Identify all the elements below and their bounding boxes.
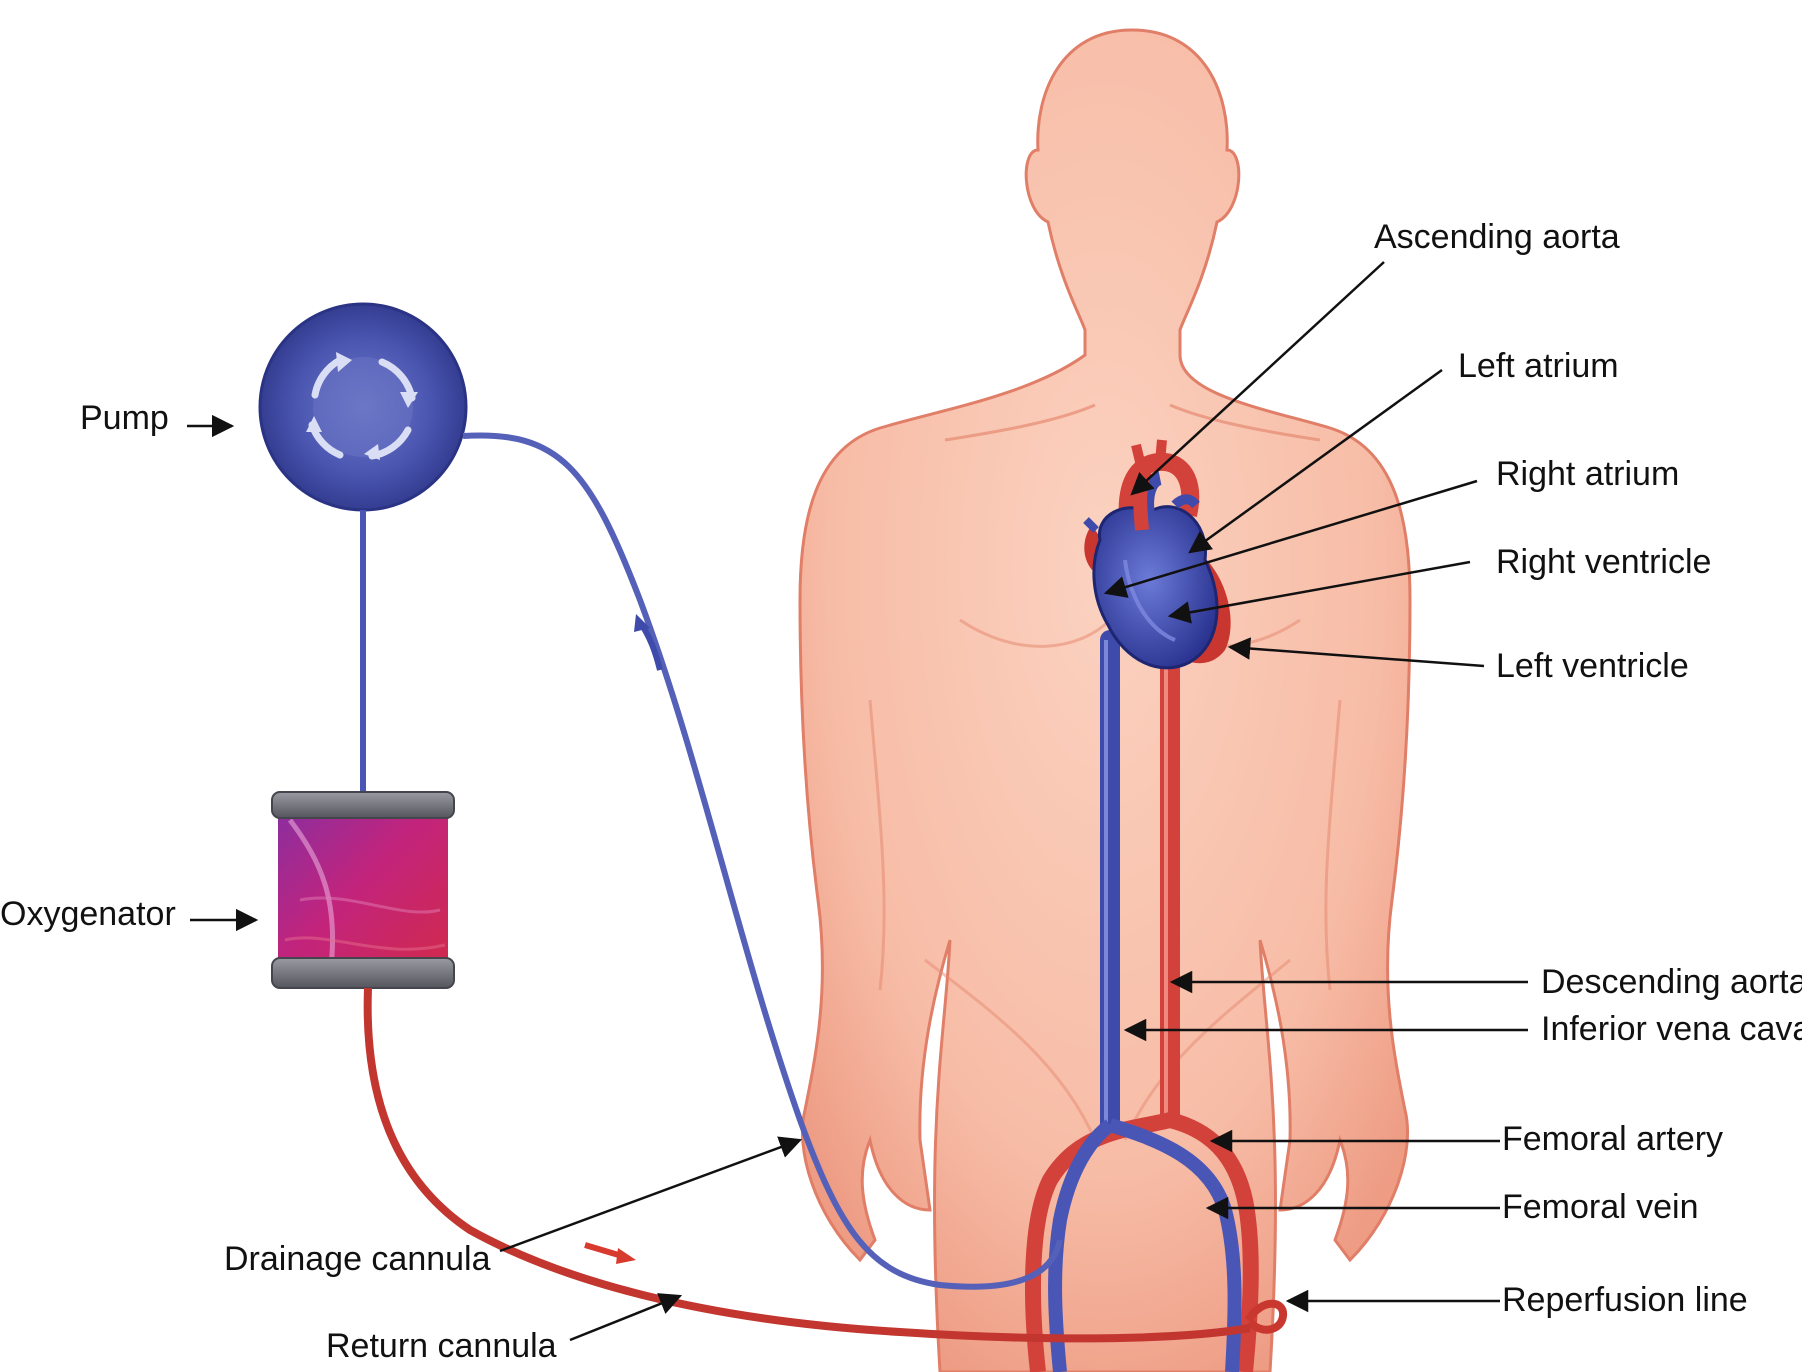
femoral-vein-left xyxy=(1048,1119,1115,1372)
label-inferior-vena-cava: Inferior vena cava xyxy=(1541,1010,1802,1048)
flow-arrow-red-icon xyxy=(584,1242,623,1259)
label-descending-aorta: Descending aorta xyxy=(1541,963,1802,1001)
label-right-atrium: Right atrium xyxy=(1496,455,1679,493)
vessels xyxy=(1025,630,1288,1372)
label-drainage-cannula: Drainage cannula xyxy=(224,1240,491,1278)
reperfusion-loop xyxy=(1244,1299,1288,1334)
label-oxygenator: Oxygenator xyxy=(0,895,176,933)
label-femoral-vein: Femoral vein xyxy=(1502,1188,1699,1226)
label-pump: Pump xyxy=(80,399,169,437)
label-reperfusion-line: Reperfusion line xyxy=(1502,1281,1748,1319)
label-ascending-aorta: Ascending aorta xyxy=(1374,218,1620,256)
labels: Pump Oxygenator Drainage cannula Return … xyxy=(0,218,1802,1365)
label-femoral-artery: Femoral artery xyxy=(1502,1120,1723,1158)
pump xyxy=(258,302,468,512)
drainage-tube xyxy=(462,432,1063,1290)
return-tube xyxy=(363,987,1251,1343)
label-return-cannula: Return cannula xyxy=(326,1327,557,1365)
label-left-ventricle: Left ventricle xyxy=(1496,647,1689,685)
oxygenator xyxy=(271,791,455,989)
heart xyxy=(1083,439,1231,670)
label-right-ventricle: Right ventricle xyxy=(1496,543,1711,581)
label-left-atrium: Left atrium xyxy=(1458,347,1619,385)
leader-lines xyxy=(187,261,1528,1342)
